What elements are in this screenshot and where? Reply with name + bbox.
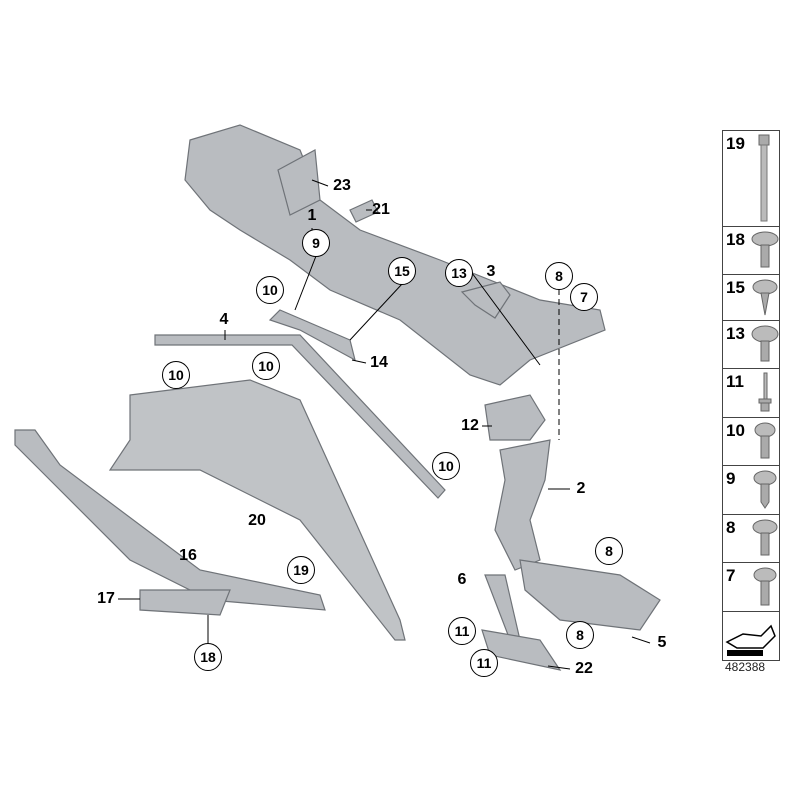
legend-item-7: 7 (723, 563, 779, 612)
legend-item-11: 11 (723, 369, 779, 418)
label-14: 14 (370, 354, 388, 371)
part-6 (484, 574, 521, 641)
flange-screw-icon (752, 519, 778, 556)
label-20: 20 (248, 512, 266, 529)
legend-item-8: 8 (723, 515, 779, 563)
legend-item-15: 15 (723, 275, 779, 321)
screw-icon (753, 470, 777, 509)
label-21: 21 (372, 201, 390, 218)
rivet-icon (758, 372, 772, 412)
label-6: 6 (457, 571, 467, 588)
part-12 (484, 394, 546, 441)
label-3: 3 (486, 263, 496, 280)
label-4: 4 (219, 311, 229, 328)
callout-13: 13 (445, 259, 473, 287)
diagram-id: 482388 (725, 660, 766, 674)
part-20-frame (108, 379, 406, 641)
callout-10: 10 (256, 276, 284, 304)
callout-11: 11 (448, 617, 476, 645)
legend-item-19: 19 (723, 131, 779, 227)
parts-illustration (14, 124, 661, 671)
legend-item-9: 9 (723, 466, 779, 515)
self-tapping-screw-icon (752, 279, 778, 316)
part-5 (519, 559, 661, 631)
callout-8: 8 (595, 537, 623, 565)
callout-8: 8 (545, 262, 573, 290)
legend-item-18: 18 (723, 227, 779, 275)
label-1: 1 (307, 207, 317, 224)
callout-11: 11 (470, 649, 498, 677)
label-16: 16 (179, 547, 197, 564)
callout-7: 7 (570, 283, 598, 311)
flange-screw-icon (751, 231, 779, 268)
callout-19: 19 (287, 556, 315, 584)
legend-item-10: 10 (723, 418, 779, 466)
bolt-icon (758, 134, 770, 222)
callout-8: 8 (566, 621, 594, 649)
label-22: 22 (575, 660, 593, 677)
part-1-crossmember (184, 124, 606, 386)
part-23 (277, 149, 321, 216)
fastener-legend: 19 18 15 13 11 10 9 8 7 (722, 130, 780, 661)
part-4-strut (154, 334, 446, 499)
label-5: 5 (657, 634, 667, 651)
view-direction-arrow-icon (723, 612, 779, 660)
callout-15: 15 (388, 257, 416, 285)
hex-bolt-icon (753, 567, 777, 606)
part-17 (139, 589, 231, 616)
part-21 (349, 199, 379, 223)
pan-head-screw-icon (751, 325, 779, 362)
callout-18: 18 (194, 643, 222, 671)
legend-item-13: 13 (723, 321, 779, 369)
part-16-strut (14, 429, 326, 611)
callout-10: 10 (252, 352, 280, 380)
part-22 (481, 629, 562, 671)
callout-10: 10 (432, 452, 460, 480)
part-14 (268, 309, 356, 362)
screw-icon (754, 422, 776, 459)
label-12: 12 (461, 417, 479, 434)
label-23: 23 (333, 177, 351, 194)
label-17: 17 (97, 590, 115, 607)
callout-9: 9 (302, 229, 330, 257)
label-2: 2 (576, 480, 586, 497)
part-2-bracket (494, 439, 551, 571)
callout-10: 10 (162, 361, 190, 389)
